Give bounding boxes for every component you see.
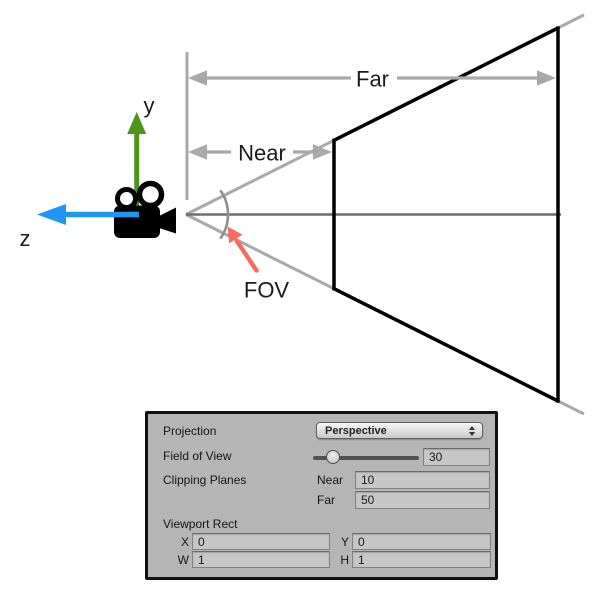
camera-icon	[114, 180, 176, 238]
far-arrow	[188, 70, 556, 86]
far-label: Far	[356, 67, 389, 92]
y-axis-arrowhead-icon	[127, 112, 147, 134]
field-of-view-slider-track[interactable]	[313, 456, 419, 460]
z-axis-arrow	[37, 204, 139, 225]
clipping-near-input[interactable]: 10	[355, 471, 490, 489]
near-arrow	[188, 144, 332, 160]
z-axis-arrowhead-icon	[37, 204, 66, 225]
viewport-w-input[interactable]: 1	[192, 551, 330, 568]
near-arrowhead-left-icon	[188, 144, 207, 160]
viewport-x-label: X	[180, 535, 189, 549]
clipping-far-input[interactable]: 50	[355, 491, 490, 509]
near-label: Near	[238, 141, 286, 166]
camera-inspector-panel: Projection Perspective Field of View 30 …	[145, 411, 498, 580]
viewport-y-input[interactable]: 0	[352, 533, 491, 550]
near-arrowhead-right-icon	[313, 144, 332, 160]
viewport-rect-label: Viewport Rect	[163, 517, 238, 531]
frustum-black-edges	[332, 26, 560, 403]
projection-label: Projection	[163, 424, 217, 438]
fov-arc	[219, 189, 230, 240]
far-arrowhead-right-icon	[537, 70, 556, 86]
field-of-view-slider-thumb[interactable]	[326, 450, 340, 464]
viewport-h-input[interactable]: 1	[352, 551, 491, 568]
dropdown-stepper-icon	[469, 425, 475, 436]
viewport-w-label: W	[177, 553, 189, 567]
clipping-near-label: Near	[317, 473, 344, 487]
clipping-planes-label: Clipping Planes	[163, 473, 247, 487]
viewport-x-input[interactable]: 0	[192, 533, 330, 550]
viewport-h-label: H	[340, 553, 349, 567]
far-arrowhead-left-icon	[188, 70, 207, 86]
fov-arrowhead-icon	[227, 226, 243, 244]
z-axis-label: z	[20, 226, 31, 251]
y-axis-label: y	[144, 93, 155, 118]
viewport-y-label: Y	[340, 535, 349, 549]
field-of-view-label: Field of View	[163, 449, 232, 463]
fov-pointer-arrow	[227, 226, 259, 273]
fov-label: FOV	[244, 278, 290, 303]
field-of-view-input[interactable]: 30	[423, 448, 490, 466]
clipping-far-label: Far	[317, 493, 335, 507]
projection-dropdown-value: Perspective	[325, 424, 387, 437]
projection-dropdown[interactable]: Perspective	[316, 422, 483, 439]
